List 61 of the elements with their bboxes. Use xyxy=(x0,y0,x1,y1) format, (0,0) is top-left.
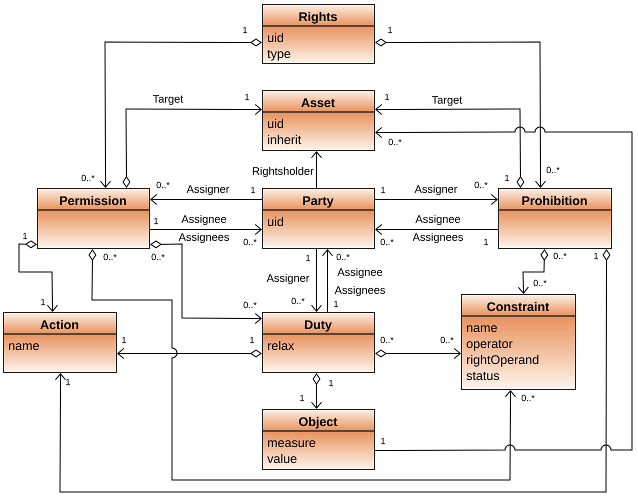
multiplicity-label: 1 xyxy=(484,238,488,246)
edge-label: Assigner xyxy=(266,274,310,284)
association-arrow xyxy=(117,348,262,359)
multiplicity-label: 1 xyxy=(245,94,250,100)
multiplicity-label: 1 xyxy=(381,438,386,444)
edge-label: Assigner xyxy=(186,184,230,196)
multiplicity-label: 1 xyxy=(300,394,304,402)
edge-label: Target xyxy=(152,95,184,105)
association-arrow xyxy=(54,249,610,492)
multiplicity-label: 1 xyxy=(334,300,338,308)
association-arrow xyxy=(18,240,58,312)
class-box: Permission xyxy=(37,188,150,249)
multiplicity-label: 0..* xyxy=(152,254,165,260)
class-box: Prohibition xyxy=(498,188,612,249)
association-arrow xyxy=(100,38,262,188)
multiplicity-label: 1 xyxy=(385,94,390,100)
association-arrow xyxy=(150,194,262,205)
class-box: Party uid xyxy=(262,188,375,249)
class-box: Constraint name operator rightOperand status xyxy=(461,294,576,390)
association-arrow xyxy=(311,151,322,188)
multiplicity-label: 1 xyxy=(388,26,392,34)
edge-label: Assignee Assignees xyxy=(412,214,463,244)
multiplicity-label: 0..* xyxy=(336,254,350,260)
edge-label: Target xyxy=(432,96,462,106)
multiplicity-label: 0..* xyxy=(534,280,547,286)
edge-label: Assigner xyxy=(414,184,458,196)
association-arrow xyxy=(374,194,498,205)
association-arrow xyxy=(322,249,333,312)
association-arrow xyxy=(375,348,461,359)
multiplicity-label: 1 xyxy=(594,252,598,260)
class-box: Asset uid inherit xyxy=(262,90,375,151)
association-arrow xyxy=(375,104,524,188)
multiplicity-label: 1 xyxy=(381,186,386,194)
multiplicity-label: 0..* xyxy=(546,166,560,174)
multiplicity-label: 1 xyxy=(306,254,310,262)
multiplicity-label: 1 xyxy=(23,232,28,240)
edge-label: Assignee Assignees xyxy=(178,214,229,244)
edge-label: Assignee Assignees xyxy=(334,268,385,296)
association-arrow xyxy=(311,248,322,312)
class-box: Object measure value xyxy=(262,409,375,470)
multiplicity-label: 1 xyxy=(329,380,334,386)
association-arrow xyxy=(88,249,516,480)
multiplicity-label: 0..* xyxy=(156,182,170,188)
edge-label: Rightsholder xyxy=(252,166,314,178)
association-arrow xyxy=(374,126,632,451)
multiplicity-label: 1 xyxy=(41,298,46,306)
multiplicity-label: 1 xyxy=(250,336,254,344)
multiplicity-label: 1 xyxy=(243,26,248,34)
multiplicity-label: 0..* xyxy=(388,138,402,146)
multiplicity-label: 0..* xyxy=(244,302,257,308)
class-box: Duty relax xyxy=(262,312,375,373)
class-box: Rights uid type xyxy=(262,4,375,64)
association-arrow xyxy=(518,249,548,294)
multiplicity-label: 1 xyxy=(154,218,158,224)
multiplicity-label: 1 xyxy=(66,378,70,386)
association-arrow xyxy=(311,373,322,409)
association-arrow xyxy=(375,224,498,235)
multiplicity-label: 1 xyxy=(251,186,256,194)
class-box: Action name xyxy=(3,312,117,373)
association-arrow xyxy=(150,224,262,235)
multiplicity-label: 0..* xyxy=(474,182,488,188)
